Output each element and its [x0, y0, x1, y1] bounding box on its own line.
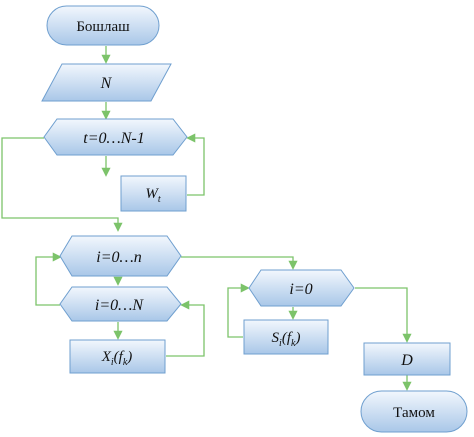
loop-i-zero-node: i=0 — [248, 269, 355, 307]
input-n-node: N — [41, 63, 172, 102]
x-i-label: Xi(fk) — [101, 349, 133, 368]
s-i-node: Si(fk) — [243, 319, 329, 355]
arrow-inner-exit — [35, 252, 62, 306]
connectors — [1, 46, 412, 391]
x-i-end: ) — [126, 349, 132, 365]
s-i-mid: (f — [282, 330, 293, 346]
arrow-s-back-to-i-zero — [227, 283, 250, 338]
d-label: D — [400, 352, 413, 369]
start-node: Бошлаш — [46, 5, 160, 46]
s-i-sub1: i — [279, 338, 282, 349]
s-i-main: S — [272, 330, 280, 346]
w-t-sub: t — [158, 194, 161, 205]
s-i-sub2: k — [291, 338, 296, 349]
arrow-x-back-to-inner — [166, 300, 205, 357]
loop-i-outer-label: i=0…n — [96, 249, 141, 266]
loop-t-label: t=0…N-1 — [83, 130, 144, 147]
input-n-label: N — [100, 75, 113, 92]
arrow-loop-t-exit — [1, 137, 123, 232]
x-i-sub2: k — [123, 357, 128, 368]
loop-i-inner-node: i=0…N — [59, 286, 182, 322]
start-label: Бошлаш — [76, 19, 130, 35]
w-t-label: Wt — [145, 186, 161, 205]
loop-i-outer-node: i=0…n — [59, 235, 182, 277]
d-node: D — [363, 342, 451, 376]
loop-i-zero-label: i=0 — [289, 281, 312, 298]
x-i-main: X — [101, 349, 112, 365]
arrow-outer-exit — [181, 256, 298, 270]
loop-t-node: t=0…N-1 — [43, 118, 188, 156]
end-label: Тамом — [393, 405, 435, 421]
x-i-mid: (f — [114, 349, 125, 365]
x-i-node: Xi(fk) — [69, 339, 166, 374]
arrow-i-zero-exit — [355, 287, 412, 343]
x-i-sub1: i — [111, 357, 114, 368]
arrow-w-back-to-loop-t — [186, 133, 205, 196]
s-i-end: ) — [294, 330, 300, 346]
w-t-node: Wt — [120, 175, 187, 212]
w-t-main: W — [145, 186, 159, 202]
end-node: Тамом — [360, 390, 468, 433]
loop-i-inner-label: i=0…N — [95, 297, 144, 314]
s-i-label: Si(fk) — [272, 330, 301, 349]
